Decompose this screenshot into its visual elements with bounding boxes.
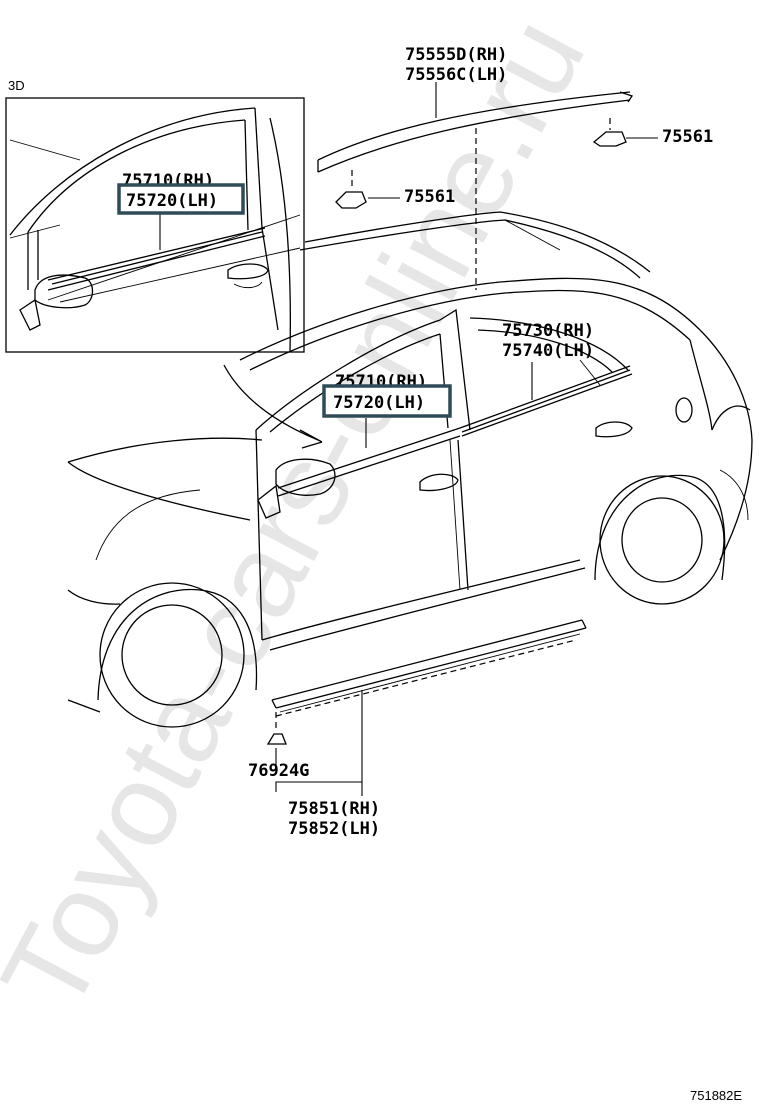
- front-door-molding-callout: 75710(RH) 75720(LH): [322, 372, 452, 448]
- car-body: [67, 211, 753, 728]
- inset-highlight-box: [117, 183, 245, 215]
- rocker-part-lh: 75852(LH): [288, 819, 380, 839]
- diagram-code: 751882E: [690, 1088, 742, 1103]
- clip-rear-label: 75561: [662, 127, 713, 147]
- roof-clip-rear: 75561: [592, 118, 713, 147]
- inset-3d-view: 3D 75710(RH) 75720(LH): [5, 78, 305, 353]
- roof-part-lh: 75556C(LH): [405, 65, 507, 85]
- roof-molding: 75555D(RH) 75556C(LH): [317, 45, 634, 290]
- roof-part-rh: 75555D(RH): [405, 45, 507, 65]
- front-part-lh: 75720(LH): [333, 393, 425, 413]
- clip-front-label: 75561: [404, 187, 455, 207]
- front-highlight-box: [322, 384, 452, 418]
- rocker-molding: 76924G 75851(RH) 75852(LH): [248, 619, 587, 839]
- inset-pointer-arrow: [223, 364, 319, 441]
- roof-clip-front: 75561: [335, 170, 455, 209]
- inset-part-lh: 75720(LH): [126, 191, 218, 211]
- inset-frame: [5, 97, 305, 353]
- rear-door-molding-callout: 75730(RH) 75740(LH): [502, 321, 594, 400]
- rear-part-lh: 75740(LH): [502, 341, 594, 361]
- inset-label: 3D: [8, 78, 25, 93]
- watermark-text: Toyota-cars-online.ru: [0, 0, 610, 1032]
- rocker-clip-label: 76924G: [248, 761, 309, 781]
- rear-part-rh: 75730(RH): [502, 321, 594, 341]
- rocker-part-rh: 75851(RH): [288, 799, 380, 819]
